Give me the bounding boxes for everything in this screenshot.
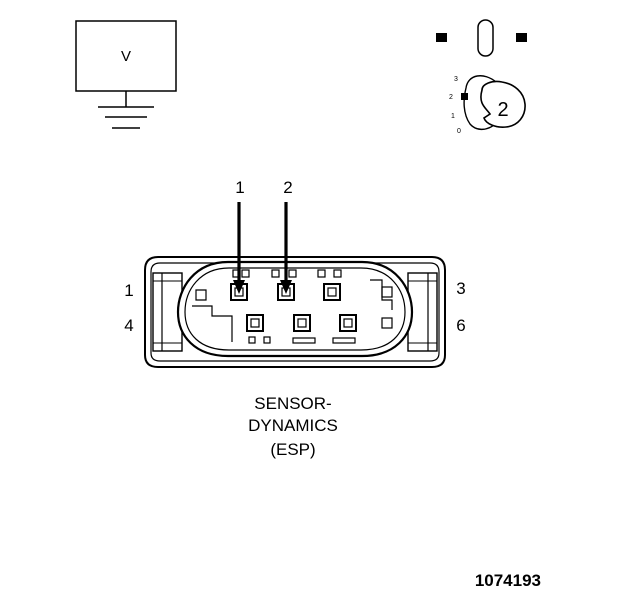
- component-label-line3: (ESP): [270, 440, 315, 459]
- switch-position-3: 3: [454, 76, 458, 83]
- component-label-line2: DYNAMICS: [248, 416, 338, 435]
- pin-label-right-top: 3: [456, 279, 465, 298]
- slot-top-4: [288, 269, 297, 278]
- probe-pin-shape: [477, 19, 494, 57]
- key-right-top: [381, 286, 393, 298]
- slot-top-6: [333, 269, 342, 278]
- probe-2-label: 2: [283, 178, 292, 197]
- switch-position-0: 0: [457, 128, 461, 135]
- key-right-contour: [370, 279, 393, 310]
- pin-label-right-bottom: 6: [456, 316, 465, 335]
- figure-number: 1074193: [475, 571, 541, 590]
- switch-knob: [480, 80, 526, 128]
- connector-face: [176, 260, 414, 358]
- pin-label-left-bottom: 4: [124, 316, 133, 335]
- pin-cavity-6: [339, 314, 357, 332]
- key-right-bottom: [381, 317, 393, 329]
- voltmeter-symbol: V: [121, 48, 131, 65]
- probe-arrows: [233, 202, 292, 294]
- probe-1-label: 1: [235, 178, 244, 197]
- key-left-contour: [192, 305, 233, 342]
- slot-bottom-2: [263, 336, 271, 344]
- pin-label-left-top: 1: [124, 281, 133, 300]
- slot-top-3: [271, 269, 280, 278]
- connector-housing-inner: [150, 262, 440, 362]
- slot-bottom-3: [292, 337, 316, 344]
- slot-bottom-1: [248, 336, 256, 344]
- slot-bottom-4: [332, 337, 356, 344]
- slot-top-5: [317, 269, 326, 278]
- switch-position-1: 1: [451, 113, 455, 120]
- rotary-switch-icon: 3 2 1 0 2: [449, 75, 526, 135]
- pin-cavity-5: [293, 314, 311, 332]
- connector-face-inner: [184, 267, 406, 351]
- switch-selected: 2: [497, 99, 508, 121]
- voltmeter: V: [75, 20, 177, 129]
- pin-cavity-3: [323, 283, 341, 301]
- voltmeter-box: [75, 20, 177, 92]
- key-left-top: [195, 289, 207, 301]
- probe-pin-icon: [436, 19, 527, 57]
- switch-indicator: [461, 93, 468, 100]
- ground-icon: [98, 91, 154, 129]
- probe-right-square: [516, 33, 527, 42]
- component-label-line1: SENSOR-: [254, 394, 331, 413]
- switch-position-2: 2: [449, 94, 453, 101]
- connector: [144, 256, 446, 368]
- slot-top-2: [241, 269, 250, 278]
- pin-cavity-4: [246, 314, 264, 332]
- probe-left-square: [436, 33, 447, 42]
